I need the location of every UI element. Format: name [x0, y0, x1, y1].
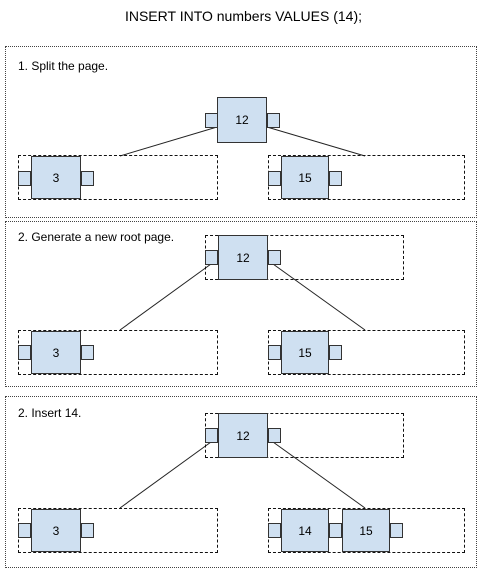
left-leaf-pointer	[81, 171, 94, 186]
right-leaf-pointer	[268, 523, 281, 538]
left-leaf-key: 3	[31, 331, 81, 374]
right-leaf-key: 15	[342, 509, 390, 552]
step-1-panel	[5, 46, 477, 218]
step-2-label: 2. Generate a new root page.	[18, 230, 175, 244]
left-leaf-pointer	[18, 523, 31, 538]
right-leaf-pointer	[329, 345, 342, 360]
right-leaf-key: 14	[281, 509, 329, 552]
left-leaf-pointer	[18, 345, 31, 360]
root-key: 12	[217, 97, 267, 143]
step-2-panel	[5, 221, 477, 387]
right-leaf-pointer	[329, 171, 342, 186]
right-leaf-pointer	[268, 345, 281, 360]
root-left-pointer	[205, 250, 218, 265]
left-leaf-pointer	[81, 523, 94, 538]
left-leaf-key: 3	[31, 509, 81, 552]
root-right-pointer	[267, 113, 280, 128]
left-leaf-key: 3	[31, 156, 81, 199]
step-1-label: 1. Split the page.	[18, 59, 109, 73]
root-right-pointer	[268, 250, 281, 265]
root-left-pointer	[205, 428, 218, 443]
right-leaf-pointer	[329, 523, 342, 538]
root-right-pointer	[268, 428, 281, 443]
step-3-panel	[5, 396, 477, 568]
root-key: 12	[218, 235, 268, 280]
left-leaf-pointer	[81, 345, 94, 360]
left-leaf-pointer	[18, 171, 31, 186]
right-leaf-pointer	[268, 171, 281, 186]
step-3-label: 2. Insert 14.	[18, 406, 82, 420]
right-leaf-pointer	[390, 523, 403, 538]
root-key: 12	[218, 413, 268, 458]
query-title: INSERT INTO numbers VALUES (14);	[124, 8, 363, 24]
right-leaf-key: 15	[281, 331, 329, 374]
right-leaf-key: 15	[281, 156, 329, 199]
